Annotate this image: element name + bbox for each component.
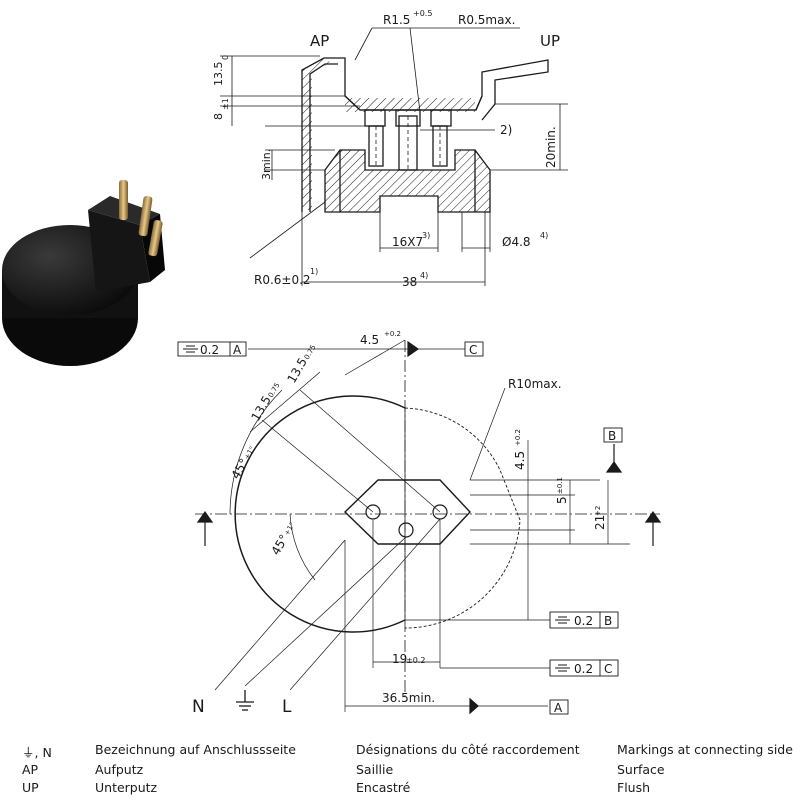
dim-8-tol: ±1	[221, 98, 230, 110]
dim-38-note: 4)	[420, 271, 428, 280]
legend-fr: Encastré	[356, 780, 411, 795]
dim-21-tol: +2	[594, 506, 602, 516]
dim-r1-5-tol: +0.5	[413, 9, 432, 18]
legend-row: UP Unterputz Encastré Flush	[0, 780, 800, 796]
datum-b-label: B	[608, 429, 616, 443]
dim-21: 21	[593, 515, 607, 530]
flatness-symbols	[183, 345, 570, 672]
tol-a-value: 0.2	[200, 343, 219, 357]
dim-5: 5	[555, 496, 569, 504]
dim-4-5-right-tol: +0.2	[514, 429, 522, 446]
plug-photo	[2, 180, 165, 366]
legend-en: Surface	[617, 762, 665, 777]
datum-c-label: C	[469, 343, 477, 357]
dim-3min: 3min.	[260, 149, 273, 180]
legend-en: Flush	[617, 780, 651, 795]
dim-19: 19	[392, 652, 407, 666]
plug-pins	[119, 180, 163, 257]
front-view	[177, 339, 662, 715]
note-2: 2)	[500, 123, 512, 137]
dim-13-5-a-tol: 0.75	[267, 381, 282, 399]
legend-de: Bezeichnung auf Anschlussseite	[95, 742, 296, 757]
legend-de: Unterputz	[95, 780, 158, 795]
dim-5-tol: ±0.1	[556, 477, 564, 494]
dim-phi-4-8-note: 4)	[540, 231, 548, 240]
dim-13-5: 13.5	[212, 62, 225, 87]
dim-r1-5: R1.5	[383, 13, 410, 27]
label-ap: AP	[310, 32, 329, 50]
legend-row: ⏚, N Bezeichnung auf Anschlussseite Dési…	[0, 742, 800, 760]
dim-13-5-tol: 0	[221, 55, 230, 60]
legend-en: Markings at connecting side	[617, 742, 793, 757]
dim-16x7: 16X7	[392, 235, 423, 249]
legend-fr: Désignations du côté raccordement	[356, 742, 580, 757]
side-view	[220, 27, 568, 286]
legend-de: Aufputz	[95, 762, 144, 777]
legend-symbol: ⏚, N	[22, 745, 52, 760]
dim-4-5-right: 4.5	[513, 451, 527, 470]
dim-r0-6-note: 1)	[310, 267, 318, 276]
dim-36-5min: 36.5min.	[382, 691, 435, 705]
dim-4-5-top-tol: +0.2	[384, 330, 401, 338]
dim-r0-6: R0.6±0.2	[254, 273, 311, 287]
dim-16x7-note: 3)	[422, 231, 430, 240]
tol-b-value: 0.2	[574, 614, 593, 628]
legend-row: AP Aufputz Saillie Surface	[0, 762, 800, 778]
dim-4-5-top: 4.5	[360, 333, 379, 347]
tol-c-value: 0.2	[574, 662, 593, 676]
datum-c-ref: C	[604, 662, 612, 676]
dim-19-tol: ±0.2	[406, 656, 425, 665]
dim-phi-4-8: Ø4.8	[502, 235, 531, 249]
dim-45-deg-b-tol: +1°	[283, 521, 297, 537]
legend-fr: Saillie	[356, 762, 394, 777]
datum-b-ref: B	[604, 614, 612, 628]
dim-8: 8	[212, 113, 225, 120]
label-up: UP	[540, 32, 560, 50]
dim-20min: 20min.	[544, 126, 558, 168]
dim-r0-5: R0.5max.	[458, 13, 515, 27]
dim-13-5-b-tol: 0.75	[303, 343, 318, 361]
legend-symbol: UP	[22, 780, 39, 795]
datum-a-ref: A	[233, 343, 242, 357]
dim-r10max: R10max.	[508, 377, 562, 391]
legend-table: ⏚, N Bezeichnung auf Anschlussseite Dési…	[0, 736, 800, 800]
datum-a-label: A	[554, 701, 563, 715]
dim-38: 38	[402, 275, 417, 289]
label-n: N	[192, 697, 205, 717]
earth-symbol	[236, 690, 254, 711]
label-l: L	[282, 697, 292, 717]
legend-symbol: AP	[22, 762, 39, 777]
dim-45-deg-tol: +1°	[243, 445, 257, 461]
